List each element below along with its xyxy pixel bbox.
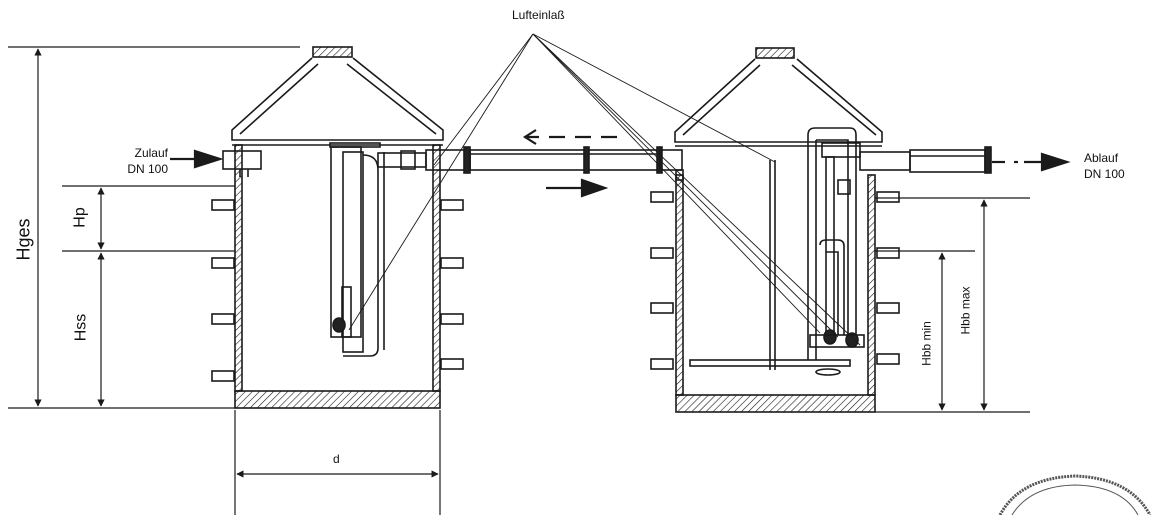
air-inlet-leaders xyxy=(348,33,861,346)
inlet-label-line2: DN 100 xyxy=(127,162,168,176)
right-wall-right xyxy=(867,174,876,396)
left-cone xyxy=(231,57,444,141)
h-bb-max-label: Hbb max xyxy=(958,286,973,335)
left-pump-riser xyxy=(330,146,362,338)
inlet-label-line1: Zulauf xyxy=(134,146,168,160)
left-cover-lid xyxy=(312,46,353,58)
right-cone xyxy=(674,58,883,143)
connecting-pipe xyxy=(425,146,683,174)
left-rungs xyxy=(211,199,464,382)
right-wall-left xyxy=(675,174,684,396)
stamp-circle xyxy=(998,474,1152,516)
flow-arrows xyxy=(522,129,617,198)
right-tank xyxy=(650,47,992,413)
right-rungs xyxy=(650,191,900,370)
right-outlet-pipe xyxy=(909,149,986,173)
right-floor xyxy=(675,394,876,413)
left-tank xyxy=(211,46,464,409)
air-inlet-label: Lufteinlaß xyxy=(512,8,565,22)
outlet-label-line2: DN 100 xyxy=(1084,167,1125,181)
right-cover-lid xyxy=(755,47,795,59)
left-wall-right xyxy=(432,144,441,392)
io-arrows xyxy=(170,149,1071,172)
left-floor xyxy=(234,390,441,409)
h-total-label: Hges xyxy=(13,218,34,261)
diameter-label: d xyxy=(333,452,340,466)
left-wall-left xyxy=(234,144,243,392)
h-bb-min-label: Hbb min xyxy=(919,321,934,366)
h-ss-label: Hss xyxy=(72,313,90,342)
outlet-label-line1: Ablauf xyxy=(1084,151,1119,165)
h-p-label: Hp xyxy=(71,207,89,228)
left-inlet-pipe xyxy=(222,150,262,170)
dimensions xyxy=(8,46,1030,515)
